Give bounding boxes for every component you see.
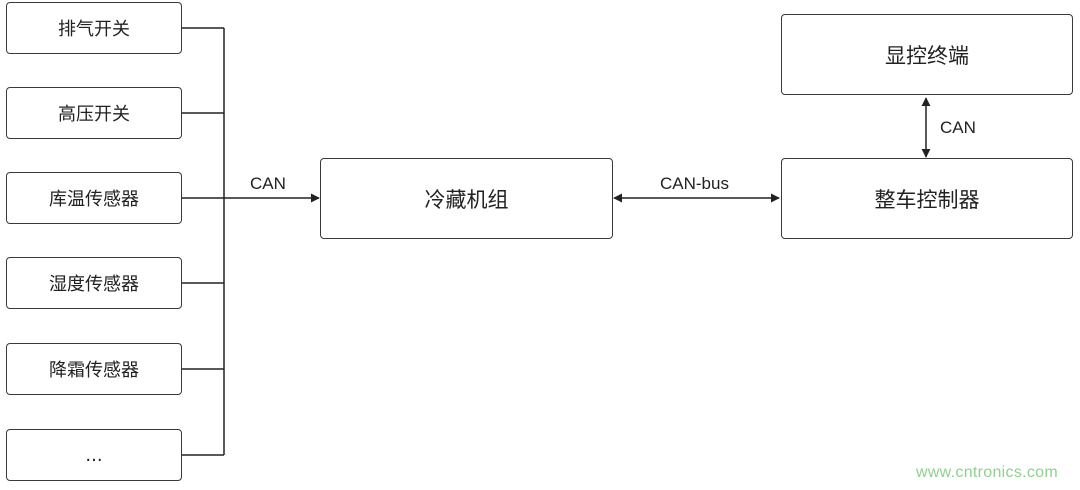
sensor-box-humidity-sensor: 湿度传感器 (6, 257, 182, 309)
sensor-bus-label: CAN (250, 174, 286, 193)
sensor-box-exhaust-switch: 排气开关 (6, 2, 182, 54)
can-bus-label: CAN-bus (660, 174, 729, 193)
sensor-label: 高压开关 (58, 104, 130, 125)
sensor-label: ... (85, 444, 103, 466)
sensor-label: 排气开关 (58, 19, 130, 40)
display-terminal-box: 显控终端 (781, 14, 1073, 95)
vehicle-controller-box: 整车控制器 (781, 158, 1073, 239)
display-terminal-label: 显控终端 (885, 43, 969, 68)
sensor-box-defrost-sensor: 降霜传感器 (6, 343, 182, 395)
sensor-label: 库温传感器 (49, 189, 139, 210)
controller-display-link-label: CAN (940, 118, 976, 137)
sensor-label: 湿度传感器 (49, 274, 139, 295)
sensor-box-more: ... (6, 429, 182, 481)
watermark: www.cntronics.com (915, 464, 1058, 481)
vehicle-controller-label: 整车控制器 (874, 187, 980, 212)
sensor-box-high-pressure-switch: 高压开关 (6, 87, 182, 139)
refrigeration-unit-box: 冷藏机组 (320, 158, 613, 239)
sensor-label: 降霜传感器 (49, 360, 139, 381)
sensor-box-storage-temp-sensor: 库温传感器 (6, 172, 182, 224)
refrigeration-unit-label: 冷藏机组 (424, 187, 509, 212)
